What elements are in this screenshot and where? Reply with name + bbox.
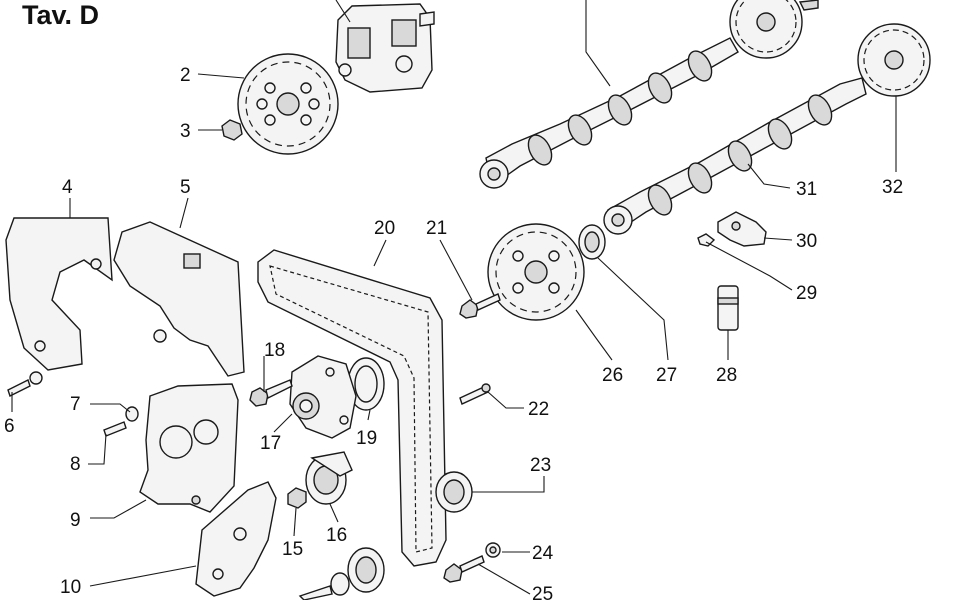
timing-cover-front — [113, 221, 245, 377]
callout-15: 15 — [282, 539, 303, 560]
diagram-title: Tav. D — [22, 0, 99, 30]
pulley-bolt-25 — [443, 555, 485, 583]
rocker-arm — [717, 211, 767, 247]
callout-6: 6 — [4, 416, 15, 437]
belt-tensioner — [305, 451, 353, 505]
callout-19: 19 — [356, 428, 377, 449]
callout-20: 20 — [374, 218, 395, 239]
tensioner-nut — [287, 487, 307, 509]
callout-2: 2 — [180, 65, 191, 86]
valve-clip — [697, 233, 716, 247]
callout-27: 27 — [656, 365, 677, 386]
belt-cover-bolt-22 — [459, 383, 491, 405]
cover-screw-8 — [103, 421, 127, 437]
idler-pulley — [298, 547, 385, 600]
hydraulic-tappet — [717, 285, 739, 331]
water-pump-bolt — [249, 379, 293, 407]
callout-22: 22 — [528, 399, 549, 420]
callout-9: 9 — [70, 510, 81, 531]
callout-numbers: 2 3 4 5 6 7 8 9 10 15 16 17 18 19 20 21 … — [4, 65, 903, 600]
pump-sprocket — [237, 53, 339, 155]
callout-30: 30 — [796, 231, 817, 252]
injection-pump — [335, 3, 435, 93]
camshaft-sprocket-26 — [487, 223, 585, 321]
washer-7 — [125, 406, 139, 422]
camshaft-lower — [603, 77, 867, 235]
camshaft-sprocket-upper — [729, 0, 819, 59]
callout-5: 5 — [180, 177, 191, 198]
callout-10: 10 — [60, 577, 81, 598]
callout-4: 4 — [62, 177, 73, 198]
callout-7: 7 — [70, 394, 81, 415]
leader-lines — [11, 0, 897, 595]
washer-24 — [485, 542, 501, 558]
camshaft-upper — [479, 37, 739, 189]
pump-nut — [221, 119, 243, 141]
cover-screw-6 — [7, 371, 43, 397]
callout-21: 21 — [426, 218, 447, 239]
callout-24: 24 — [532, 543, 554, 564]
callout-8: 8 — [70, 454, 81, 475]
callout-25: 25 — [532, 584, 553, 600]
callout-26: 26 — [602, 365, 623, 386]
timing-belt — [257, 249, 447, 567]
callout-23: 23 — [530, 455, 551, 476]
callout-17: 17 — [260, 433, 281, 454]
oil-seal — [578, 224, 606, 260]
water-pump — [289, 355, 357, 439]
sprocket-bolt — [459, 293, 501, 319]
idler-roller — [435, 471, 473, 513]
timing-cover-rear — [5, 217, 113, 371]
lower-cover-9 — [139, 383, 239, 513]
callout-16: 16 — [326, 525, 347, 546]
callout-18: 18 — [264, 340, 285, 361]
camshaft-sprocket-32 — [857, 23, 931, 97]
lower-bracket-10 — [195, 481, 277, 597]
callout-3: 3 — [180, 121, 191, 142]
callout-28: 28 — [716, 365, 737, 386]
callout-31: 31 — [796, 179, 817, 200]
callout-32: 32 — [882, 177, 903, 198]
callout-29: 29 — [796, 283, 817, 304]
